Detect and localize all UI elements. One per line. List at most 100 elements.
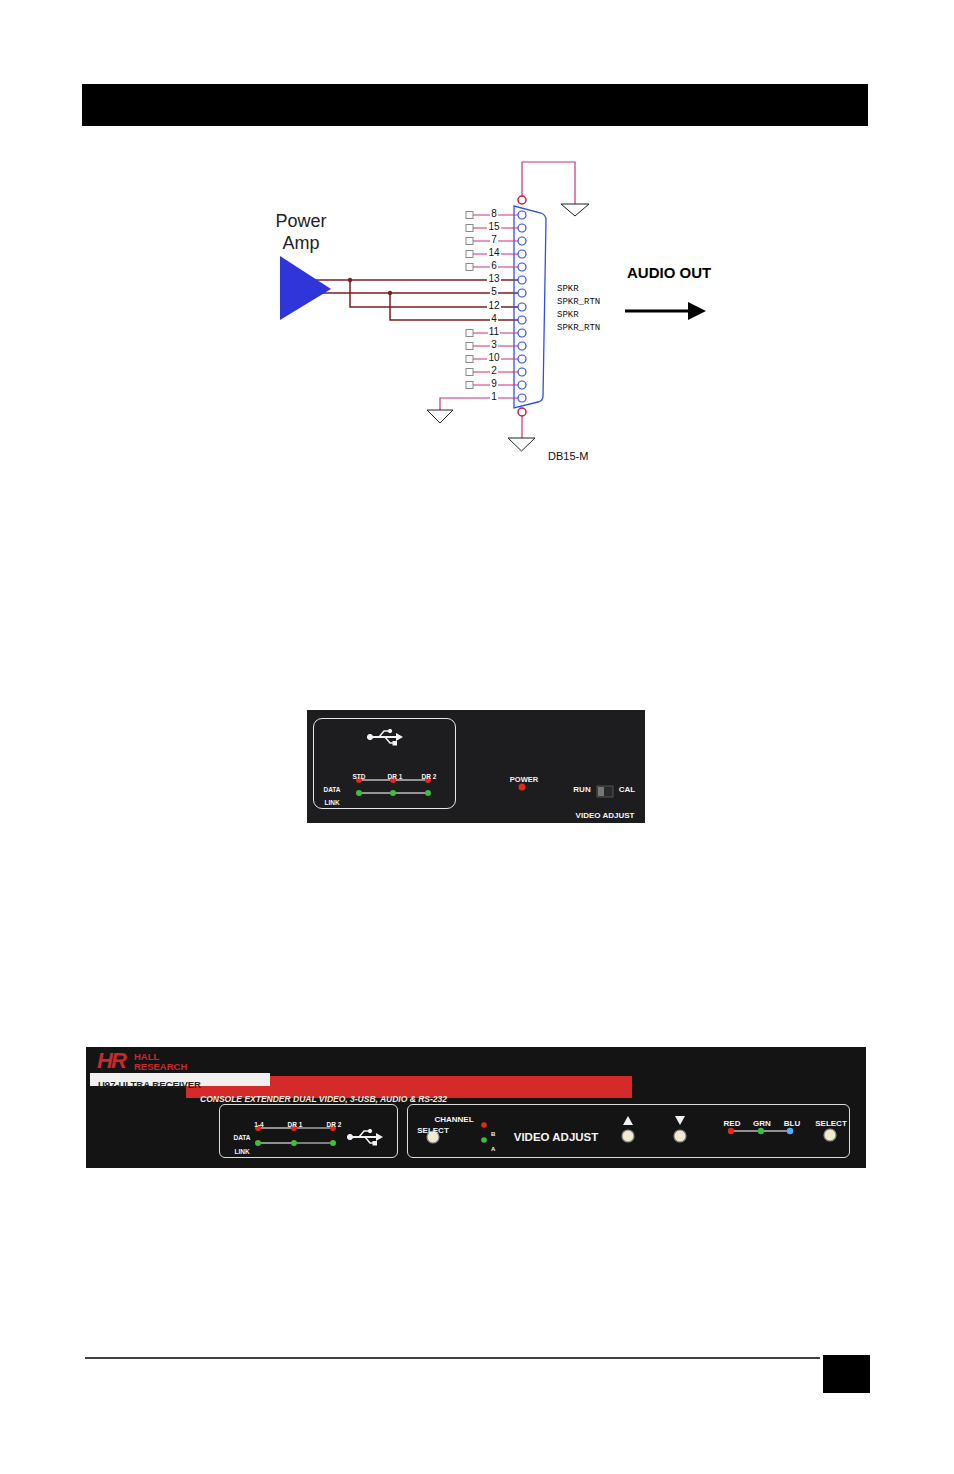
panel-label: SELECT — [815, 1119, 847, 1129]
text-holder: DR 1 — [288, 1113, 303, 1131]
panel-label: POWER — [510, 775, 538, 784]
amplifier-symbol: Power Amp — [266, 208, 336, 322]
text-holder: B — [491, 1122, 495, 1140]
db15-connector: DB15-M — [505, 190, 555, 420]
pin-number: 3 — [490, 339, 498, 350]
text-holder: DATA — [233, 1126, 250, 1144]
pin-circle — [518, 250, 526, 258]
wire — [316, 292, 518, 294]
pin-number: 2 — [490, 365, 498, 376]
panel-label: A — [491, 1146, 495, 1153]
text-holder: RUN — [573, 778, 590, 796]
page-number-box — [823, 1355, 870, 1393]
signal-name: SPKR — [557, 284, 579, 294]
text-holder: CHANNEL — [434, 1108, 473, 1126]
connector-outline — [505, 190, 555, 420]
text-holder: DR 2 — [422, 765, 437, 783]
signal-name: SPKR_RTN — [557, 297, 600, 307]
text-holder: AUDIO OUT — [627, 264, 711, 282]
pin-circle — [518, 211, 526, 219]
ground-wire — [521, 416, 522, 438]
pin-number: 11 — [488, 326, 500, 337]
output-arrow-head — [688, 302, 706, 320]
panel-label: RED — [724, 1119, 741, 1129]
pin-circles — [518, 211, 526, 402]
receiver-panel-photo: HR HALL RESEARCH U97-ULTRA RECEIVER CONSOLE… — [86, 1047, 866, 1168]
brand-logo: HR — [97, 1048, 125, 1074]
panel-label: VIDEO ADJUST — [514, 1130, 599, 1144]
text-holder: CAL — [619, 778, 635, 796]
panel-label: LINK — [324, 799, 339, 807]
panel-label: RUN — [573, 785, 590, 795]
usb-status-box: STDDR 1DR 2DATALINK — [313, 718, 456, 809]
pin-number: 13 — [487, 273, 500, 284]
panel-label: VIDEO ADJUST — [576, 811, 635, 821]
text-holder: DR 1 — [388, 765, 403, 783]
junction-dot — [388, 291, 392, 295]
pin-circle — [518, 329, 526, 337]
text-holder: RED — [724, 1112, 741, 1130]
product-description: CONSOLE EXTENDER DUAL VIDEO, 3-USB, AUDI… — [200, 1094, 447, 1104]
model-name: U97-ULTRA RECEIVER — [98, 1079, 201, 1090]
text-holder: POWER — [510, 768, 538, 786]
pin-stub — [466, 356, 473, 363]
pin-stub — [466, 264, 473, 271]
front-panel-photo: POWERRUNCALVIDEO ADJUSTSTDDR 1DR 2DATALI… — [307, 710, 645, 823]
pin-circle — [518, 355, 526, 363]
text-holder: LINK — [234, 1140, 249, 1158]
text-holder: CONSOLE EXTENDER DUAL VIDEO, 3-USB, AUDI… — [200, 1088, 447, 1106]
pin-stubs — [466, 212, 473, 389]
shell-mount — [518, 196, 526, 204]
panel-label: SELECT — [417, 1126, 449, 1136]
pin-number: 1 — [490, 391, 498, 402]
ground-symbol — [508, 438, 535, 451]
pin-number: 9 — [490, 378, 498, 389]
text-holder: Power Amp — [266, 210, 336, 254]
text-holder: DATA — [323, 778, 340, 796]
pin-circle — [518, 381, 526, 389]
text-holder: 12 — [487, 295, 500, 313]
panel-label: B — [491, 1131, 495, 1138]
panel-label: CAL — [619, 785, 635, 795]
panel-label: 1-4 — [254, 1121, 263, 1129]
pin-circle — [518, 237, 526, 245]
text-holder: 1-4 — [254, 1113, 263, 1131]
pin-circle — [518, 394, 526, 402]
text-holder: U97-ULTRA RECEIVER — [98, 1074, 201, 1092]
video-adjust-box: CHANNELSELECTBAVIDEO ADJUSTREDGRNBLUSELE… — [407, 1104, 850, 1158]
pin-number: 10 — [487, 352, 500, 363]
panel-label: DATA — [233, 1134, 250, 1142]
panel-label: DATA — [323, 786, 340, 794]
text-holder: 8 — [490, 203, 498, 221]
pin-number: 4 — [490, 313, 498, 324]
pin-circle — [518, 276, 526, 284]
panel-label: DR 2 — [422, 773, 437, 781]
wire — [390, 293, 518, 320]
speaker-wiring — [316, 278, 518, 320]
text-holder: A — [491, 1137, 495, 1155]
pin-circle — [518, 263, 526, 271]
panel-label: BLU — [784, 1119, 800, 1129]
ground-wire — [522, 162, 575, 204]
text-holder: SPKR — [557, 277, 579, 295]
pin-circle — [518, 316, 526, 324]
text-holder: DR 2 — [327, 1113, 342, 1131]
pin-stub — [466, 251, 473, 258]
signal-name: SPKR — [557, 310, 579, 320]
amplifier-triangle — [280, 256, 331, 320]
pin-stub — [466, 225, 473, 232]
signal-name: SPKR_RTN — [557, 323, 600, 333]
pin-stub — [466, 343, 473, 350]
brand-name: HALL RESEARCH — [134, 1052, 196, 1072]
panel-label: GRN — [753, 1119, 771, 1129]
text-holder: HR — [97, 1048, 125, 1074]
pin-number: 7 — [490, 234, 498, 245]
pin-stub — [466, 382, 473, 389]
text-holder: SELECT — [815, 1112, 847, 1130]
panel-label: DR 2 — [327, 1121, 342, 1129]
pin-stub — [466, 369, 473, 376]
pin-circle — [518, 289, 526, 297]
usb-status-box: 1-4 DR 1 DR 2 DATALINK — [219, 1104, 398, 1158]
panel-label: CHANNEL — [434, 1115, 473, 1125]
